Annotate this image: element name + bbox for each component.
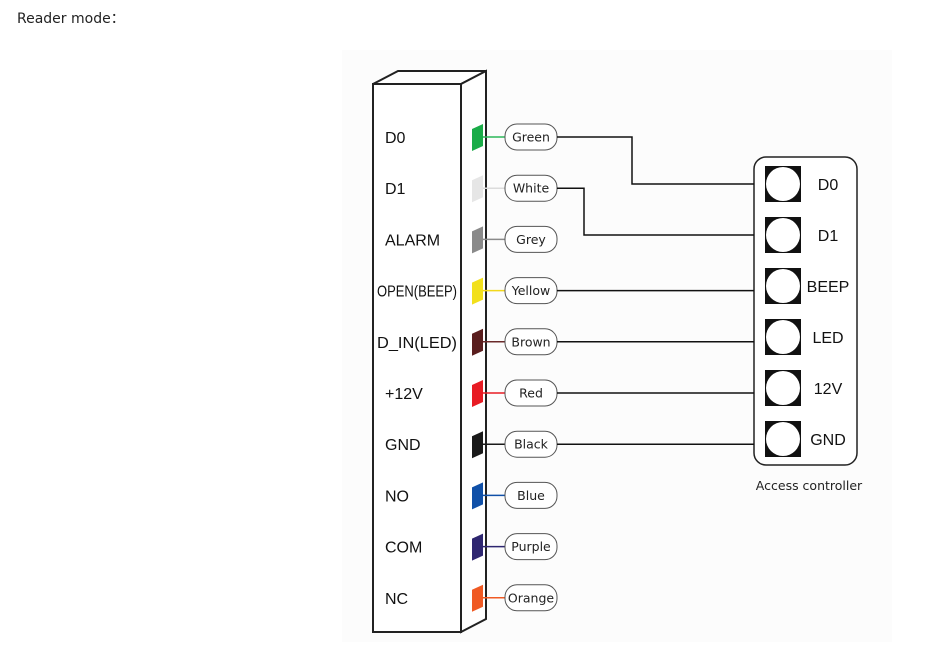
wire-color-swatch: [472, 584, 483, 612]
terminal-d1: D1: [765, 217, 838, 253]
wire-color-label: Blue: [517, 488, 545, 503]
pin-com: COM Purple: [385, 533, 558, 561]
pin-label: NO: [385, 488, 409, 505]
wire-label-pill: [504, 225, 558, 253]
wire-white-to-d1: [557, 187, 754, 236]
pin-label: D0: [385, 130, 406, 147]
wire-color-swatch: [472, 175, 483, 203]
terminal-screw-icon: [766, 422, 800, 456]
wire-color-swatch: [472, 124, 483, 151]
terminal-screw-icon: [766, 218, 800, 252]
wire-color-label: Orange: [508, 590, 554, 605]
pin-label: GND: [385, 437, 421, 454]
wire-color-label: Green: [512, 130, 550, 145]
wire-color-swatch: [472, 482, 483, 510]
pin-gnd: GND Black: [385, 430, 558, 459]
pin-label: D_IN(LED): [377, 335, 457, 352]
wire-color-label: Brown: [511, 334, 550, 349]
pin-12v: +12V Red: [385, 379, 558, 407]
terminal-12v: 12V: [765, 370, 843, 406]
wire-label-pill: [504, 584, 558, 612]
wire-label-pill: [504, 533, 558, 561]
terminal-screw-icon: [766, 269, 800, 303]
pin-nc: NC Orange: [385, 584, 558, 612]
wires: [557, 136, 754, 445]
controller-caption: Access controller: [756, 478, 863, 493]
wire-color-swatch: [472, 533, 483, 561]
terminal-label: BEEP: [807, 279, 850, 296]
wire-color-label: Yellow: [511, 283, 550, 298]
wire-color-swatch: [472, 328, 483, 356]
terminal-d0: D0: [765, 166, 838, 202]
pin-label: OPEN(BEEP): [377, 284, 457, 301]
pin-d1: D1 White: [385, 174, 558, 203]
terminal-screw-icon: [766, 371, 800, 405]
controller-body: [753, 156, 858, 466]
pin-label: ALARM: [385, 232, 440, 249]
pin-label: COM: [385, 540, 422, 557]
terminal-label: D0: [818, 177, 839, 194]
wire-color-label: Black: [514, 437, 549, 452]
terminal-label: GND: [810, 432, 846, 449]
pin-open-beep: OPEN(BEEP) Yellow: [377, 277, 558, 305]
pin-d-in-led: D_IN(LED) Brown: [377, 328, 558, 356]
wire-color-label: Red: [519, 386, 543, 401]
pin-label: NC: [385, 591, 408, 608]
wire-color-swatch: [472, 277, 483, 305]
wire-color-label: Purple: [511, 539, 551, 554]
terminal-screw-icon: [766, 320, 800, 354]
terminal-led: LED: [765, 319, 844, 355]
wire-color-label: White: [513, 181, 550, 196]
pin-label: +12V: [385, 386, 423, 403]
wire-green-to-d0: [557, 136, 754, 185]
wire-label-pill: [504, 481, 558, 509]
pin-d0: D0 Green: [385, 123, 558, 151]
terminal-label: D1: [818, 228, 839, 245]
terminal-beep: BEEP: [765, 268, 849, 304]
section-heading: Reader mode：: [17, 11, 125, 27]
terminal-label: LED: [812, 330, 843, 347]
pin-alarm: ALARM Grey: [385, 225, 558, 254]
terminal-label: 12V: [814, 381, 843, 398]
wire-color-swatch: [472, 380, 483, 407]
terminal-screw-icon: [766, 167, 800, 201]
wire-color-label: Grey: [516, 232, 546, 247]
wire-color-swatch: [472, 431, 483, 459]
pin-no: NO Blue: [385, 481, 558, 510]
wire-color-swatch: [472, 226, 483, 254]
pin-label: D1: [385, 181, 406, 198]
terminal-gnd: GND: [765, 421, 846, 457]
